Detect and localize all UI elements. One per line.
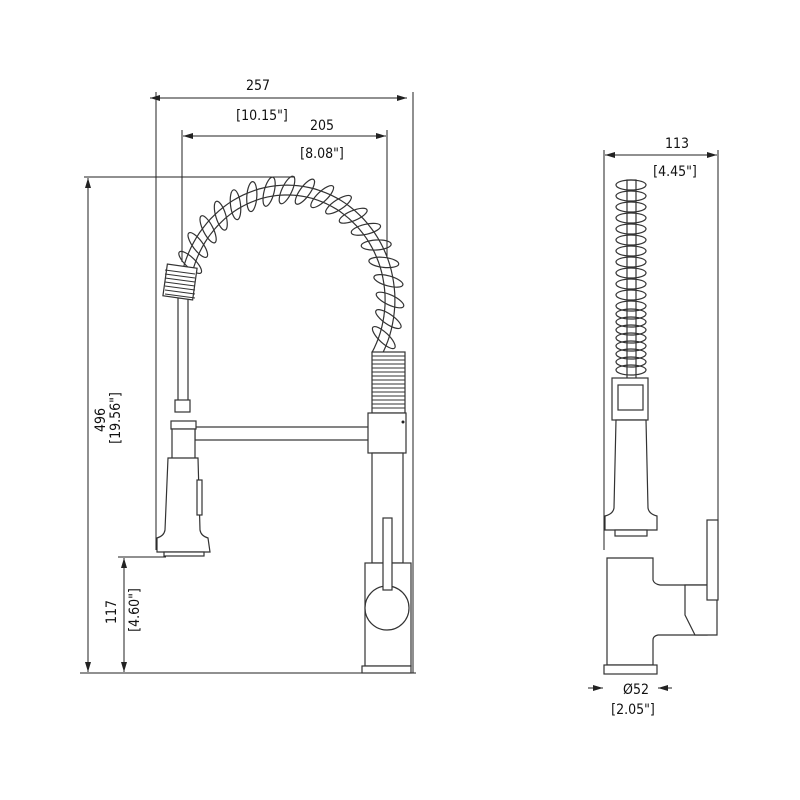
reach-inch: [8.08"] <box>300 146 344 162</box>
spring-coil-loop <box>373 274 404 288</box>
side-handle-lever <box>706 519 719 601</box>
spring-cap-ring <box>164 293 196 299</box>
handle-hub <box>364 585 410 631</box>
side-coil-loop <box>615 190 647 202</box>
spout-head-block <box>367 412 407 454</box>
sprayer-button <box>196 479 203 516</box>
handle-lever <box>382 517 393 591</box>
spring-coil-loop <box>371 326 396 350</box>
spring-coil-loop <box>294 178 316 205</box>
spring-cap-ring <box>164 273 196 279</box>
dimension-spout-clearance: 117 [4.60"] <box>104 556 166 672</box>
sprayer-nozzle <box>163 551 205 557</box>
side-coil-loop <box>615 300 647 312</box>
side-sprayer-head <box>604 419 658 531</box>
side-coil-loop <box>615 212 647 224</box>
spring-coil-loop <box>278 175 296 205</box>
overall-width-inch: [10.15"] <box>236 108 288 124</box>
spring-coil-loop <box>262 176 276 207</box>
spring-coil-loop <box>368 256 400 269</box>
spring-coil-loop <box>178 250 203 274</box>
base-diameter-inch: [2.05"] <box>611 702 655 718</box>
side-coil-loop <box>615 267 647 279</box>
side-coil-loop <box>615 356 647 368</box>
spring-coil-loop <box>338 207 368 224</box>
column-coil-sleeve <box>371 351 406 414</box>
dimension-base-diameter: Ø52 [2.05"] <box>588 682 672 718</box>
depth-mm: 113 <box>665 136 689 152</box>
dimension-overall-width: 257 [10.15"] <box>150 78 414 673</box>
spring-hose-fill <box>183 185 395 357</box>
sleeve-lines <box>372 355 405 409</box>
faucet-front-view <box>156 175 412 674</box>
spring-coil-loop <box>350 222 382 236</box>
side-coil-loop <box>615 234 647 246</box>
side-coil-loop <box>615 348 647 360</box>
depth-inch: [4.45"] <box>653 164 697 180</box>
spring-coil-loop <box>187 231 209 259</box>
side-coil-loop <box>615 364 647 376</box>
hose-tube <box>177 297 189 404</box>
spring-cap <box>162 263 198 301</box>
side-coil-loop <box>615 316 647 328</box>
side-nozzle <box>614 529 648 537</box>
spring-coil <box>178 175 405 358</box>
faucet-side-view <box>603 179 719 675</box>
hose-connector <box>174 399 191 413</box>
spring-coil-loop <box>360 239 392 251</box>
sprayer-neck <box>171 428 196 460</box>
overall-height-inch: [19.56"] <box>108 392 124 444</box>
base-diameter-mm: Ø52 <box>623 682 649 698</box>
side-coil-loop <box>615 256 647 268</box>
side-hose <box>626 179 637 381</box>
side-base-plate <box>603 664 658 675</box>
side-coil-loop <box>615 340 647 352</box>
side-coil-loop <box>615 332 647 344</box>
spring-cap-ring <box>164 285 196 291</box>
side-coil-loop <box>615 289 647 301</box>
side-coil-loop <box>615 324 647 336</box>
spring-coil-loop <box>199 215 217 244</box>
base-plate <box>361 665 412 674</box>
spring-cap-ring <box>164 281 196 287</box>
spring-coil-loop <box>229 189 242 221</box>
spring-coil-loop <box>325 194 352 215</box>
side-coil-loop <box>615 308 647 320</box>
side-coil-loop <box>615 278 647 290</box>
dimension-depth: 113 [4.45"] <box>603 136 719 550</box>
spring-coil-loop <box>310 185 335 209</box>
side-coil-loop <box>615 179 647 191</box>
side-connector <box>617 384 644 411</box>
spring-coil-loop <box>213 200 228 231</box>
spring-cap-ring <box>164 277 196 283</box>
dimension-reach: 205 [8.08"] <box>181 118 388 262</box>
reach-mm: 205 <box>310 118 334 134</box>
spring-cap-ring <box>164 269 196 275</box>
spring-cap-ring <box>164 289 196 295</box>
side-coil-loop <box>615 245 647 257</box>
spout-clearance-inch: [4.60"] <box>127 588 143 632</box>
dimension-overall-height: 496 [19.56"] <box>84 176 295 672</box>
side-spring-coils <box>615 179 647 376</box>
sprayer-collar <box>170 420 197 430</box>
spout-clearance-mm: 117 <box>104 600 120 624</box>
overall-height-mm: 496 <box>93 408 109 432</box>
spring-coil-loop <box>246 181 258 213</box>
overall-width-mm: 257 <box>246 78 270 94</box>
side-coil-loop <box>615 201 647 213</box>
spring-coil-loop <box>375 291 405 309</box>
spout-arm <box>194 426 371 441</box>
side-coil-loop <box>615 223 647 235</box>
spring-coil-loop <box>375 309 402 330</box>
